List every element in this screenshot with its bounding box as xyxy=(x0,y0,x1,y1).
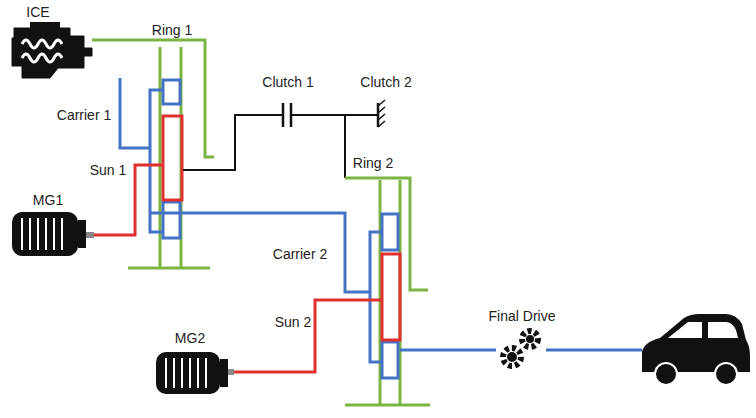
part-label: ICE xyxy=(26,5,49,19)
part-label: Ring 2 xyxy=(353,156,393,170)
part-label: Carrier 1 xyxy=(57,108,111,122)
planetary-gearset xyxy=(92,40,370,292)
part-label: Sun 2 xyxy=(275,315,312,329)
engine-icon xyxy=(12,22,92,78)
planetary-gearset xyxy=(234,178,642,405)
part-label: Sun 1 xyxy=(90,163,127,177)
part-label: MG1 xyxy=(33,193,63,207)
part-label: MG2 xyxy=(175,331,205,345)
part-label: Clutch 1 xyxy=(262,75,313,89)
gear-icon xyxy=(503,331,538,366)
motor-icon xyxy=(156,352,234,394)
part-label: Carrier 2 xyxy=(273,247,327,261)
motor-icon xyxy=(12,212,94,256)
part-label: Final Drive xyxy=(489,309,556,323)
car-icon xyxy=(642,314,750,385)
part-label: Ring 1 xyxy=(152,23,192,37)
part-label: Clutch 2 xyxy=(360,75,411,89)
